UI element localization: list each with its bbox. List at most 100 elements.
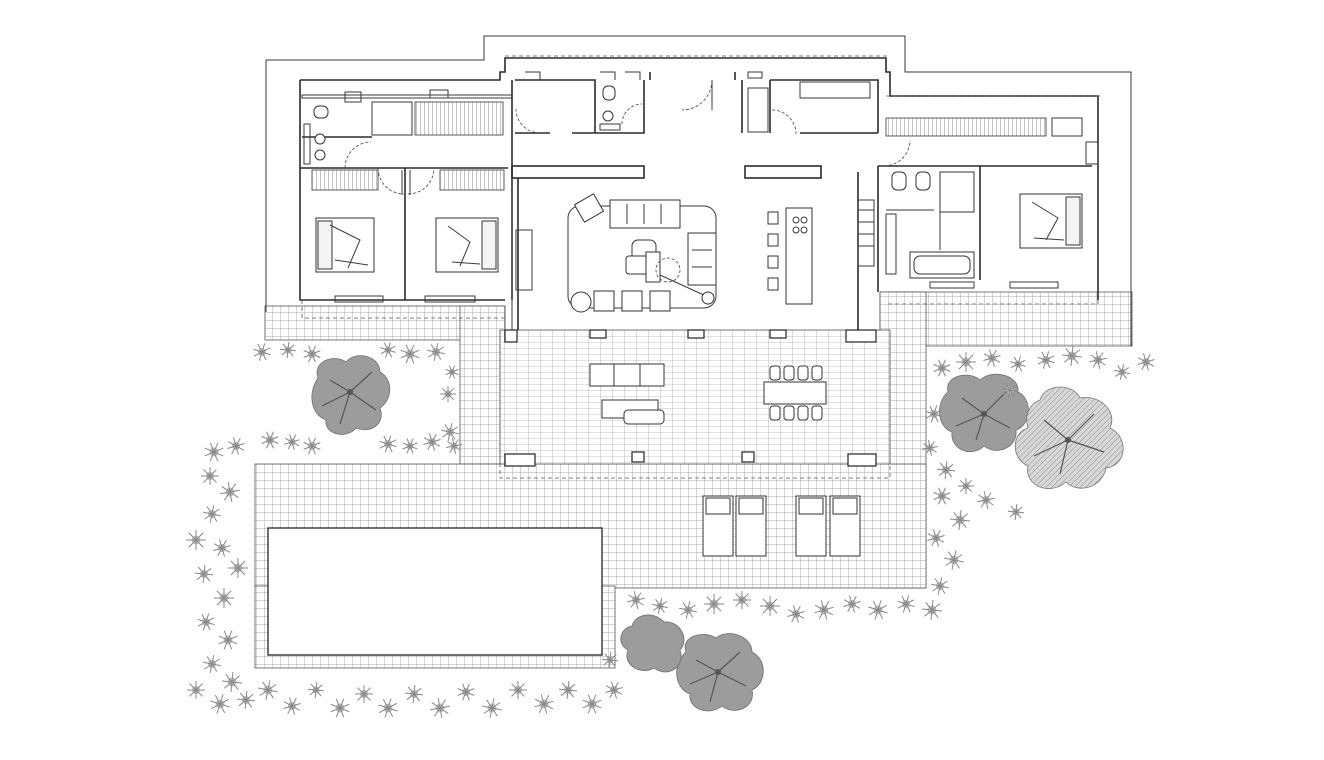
shrub-icon <box>897 595 915 613</box>
swimming-pool <box>267 527 603 656</box>
shrub-icon <box>1089 351 1107 369</box>
shrub-icon <box>446 438 462 454</box>
dining-chair <box>783 405 795 421</box>
shrub-icon <box>760 596 780 616</box>
shrub-icon <box>423 433 441 451</box>
shrub-icon <box>307 681 325 699</box>
outdoor-lounge <box>589 363 665 425</box>
shrub-icon <box>220 482 240 502</box>
right-wing <box>877 117 1099 292</box>
shrub-icon <box>1061 345 1083 367</box>
tree <box>676 633 764 712</box>
shrub-icon <box>355 685 373 703</box>
shrub-icon <box>186 530 206 550</box>
shrub-icon <box>187 681 205 699</box>
shrub-icon <box>627 591 645 609</box>
shrub-icon <box>213 539 231 557</box>
shrub-icon <box>1137 353 1155 371</box>
shrub-icon <box>601 651 619 669</box>
tree <box>311 355 391 435</box>
bar-stool <box>767 233 779 247</box>
shrubs <box>186 341 1155 718</box>
shrub-icon <box>958 478 974 494</box>
shrub-icon <box>430 698 450 718</box>
shrub-icon <box>303 345 321 363</box>
shrub-icon <box>1002 382 1018 398</box>
toilet <box>915 171 931 191</box>
shrub-icon <box>944 550 964 570</box>
toilet <box>313 105 329 119</box>
kitchen-island <box>785 207 813 305</box>
shrub-icon <box>1007 503 1025 521</box>
washbasin <box>602 110 614 122</box>
shrub-icon <box>204 442 224 462</box>
shrub-icon <box>228 558 248 578</box>
dining-chair <box>769 365 781 381</box>
shrub-icon <box>261 431 279 449</box>
shrub-icon <box>933 487 951 505</box>
shrub-icon <box>931 577 949 595</box>
bar-stool <box>767 211 779 225</box>
shrub-icon <box>949 509 971 531</box>
shrub-icon <box>921 599 943 621</box>
shrub-icon <box>203 505 221 523</box>
outdoor-dining <box>763 365 827 421</box>
shrub-icon <box>404 684 424 704</box>
shrub-icon <box>482 698 502 718</box>
outdoor-sofa <box>639 363 665 387</box>
shrub-icon <box>704 594 724 614</box>
dining-chair <box>811 405 823 421</box>
shrub-icon <box>427 343 445 361</box>
shrub-icon <box>927 529 945 547</box>
shrub-icon <box>283 697 301 715</box>
landscaping <box>186 341 1155 718</box>
dining-chair <box>797 365 809 381</box>
shrub-icon <box>379 435 397 453</box>
building-envelope <box>265 35 1132 346</box>
shrub-icon <box>303 437 321 455</box>
shrub-icon <box>582 694 602 714</box>
bar-stool <box>767 277 779 291</box>
tree <box>939 373 1029 452</box>
shrub-icon <box>534 694 554 714</box>
tree <box>1014 386 1124 489</box>
central-service-zone <box>515 71 879 135</box>
shrub-icon <box>221 671 243 693</box>
shrub-icon <box>936 460 956 480</box>
sofa <box>609 199 681 229</box>
dining-chair <box>769 405 781 421</box>
shrub-icon <box>679 601 697 619</box>
shrub-icon <box>284 434 300 450</box>
shower <box>939 171 975 213</box>
shrub-icon <box>983 349 1001 367</box>
living-room <box>499 165 891 479</box>
shrub-icon <box>197 613 215 631</box>
side-table <box>570 291 592 313</box>
armchair <box>593 290 615 312</box>
shrub-icon <box>402 438 418 454</box>
shrub-icon <box>253 343 271 361</box>
dining-table <box>763 381 827 405</box>
dining-chair <box>783 365 795 381</box>
shrub-icon <box>509 681 527 699</box>
shrub-icon <box>814 600 834 620</box>
dining-chair <box>797 405 809 421</box>
shrub-icon <box>194 564 214 584</box>
shrub-icon <box>214 588 234 608</box>
shrub-icon <box>227 437 245 455</box>
left-wing <box>300 80 513 303</box>
shrub-icon <box>279 341 297 359</box>
toilet <box>602 85 616 101</box>
shrub-icon <box>380 342 396 358</box>
shrub-icon <box>218 630 238 650</box>
shrub-icon <box>236 690 256 710</box>
shrub-icon <box>440 386 456 402</box>
armchair <box>621 290 643 312</box>
shrub-icon <box>925 405 943 423</box>
shrub-icon <box>922 440 938 456</box>
shrub-icon <box>1010 356 1026 372</box>
shrub-icon <box>210 694 230 714</box>
shrub-icon <box>441 423 459 441</box>
sofa <box>687 232 717 286</box>
